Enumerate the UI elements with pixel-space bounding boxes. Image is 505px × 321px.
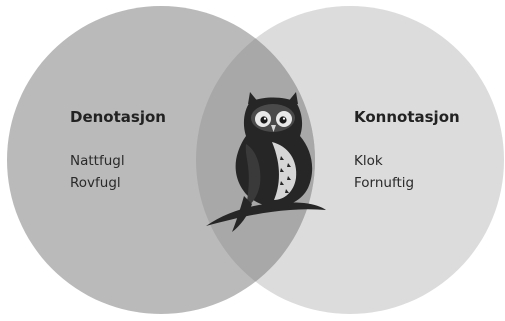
denotation-heading: Denotasjon <box>70 108 166 126</box>
connotation-item: Fornuftig <box>354 175 415 191</box>
overlap-region <box>196 6 315 314</box>
owl-beak <box>271 125 276 132</box>
owl-tail <box>232 196 252 232</box>
connotation-heading: Konnotasjon <box>354 108 460 126</box>
owl-on-branch-icon <box>206 92 326 232</box>
owl-talons <box>266 202 286 208</box>
denotation-list: Nattfugl Rovfugl <box>70 150 125 194</box>
denotation-item: Rovfugl <box>70 175 121 191</box>
owl-wing <box>245 144 261 208</box>
connotation-item: Klok <box>354 153 383 169</box>
denotation-item: Nattfugl <box>70 153 125 169</box>
branch <box>206 202 326 226</box>
connotation-list: Klok Fornuftig <box>354 150 414 194</box>
owl-belly <box>272 142 297 200</box>
